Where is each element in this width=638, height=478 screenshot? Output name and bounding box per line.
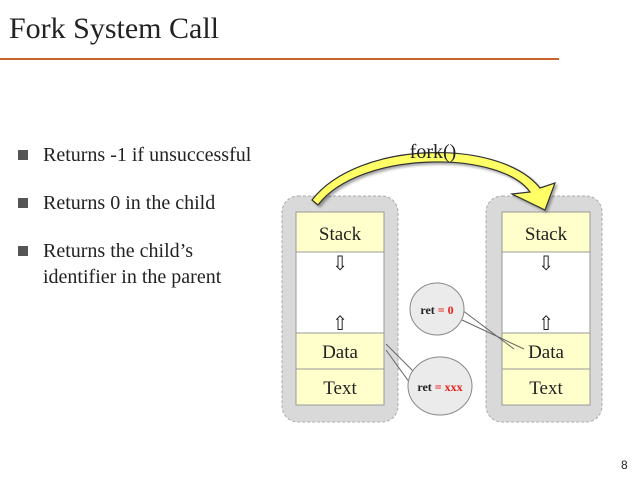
bullet-text-line-2: identifier in the parent [43,266,222,288]
parent-return-callout: ret = xxx [407,356,473,416]
parent-ret-equals-pid: = xxx [435,380,463,394]
bullet-item: Returns -1 if unsuccessful [16,142,251,168]
child-stack-label: Stack [525,224,568,245]
square-bullet-icon [18,150,28,160]
square-bullet-icon [18,198,28,208]
parent-text-label: Text [323,378,357,399]
page-number: 8 [621,458,628,472]
child-stack-grow-down-arrow-icon: ⇩ [538,253,555,275]
bullet-item: Returns the child’s identifier in the pa… [16,238,251,290]
parent-process: Stack Data Text ⇩ ⇧ [281,195,399,423]
parent-data-label: Data [322,342,358,363]
child-text-label: Text [529,378,563,399]
parent-stack-grow-down-arrow-icon: ⇩ [332,253,349,275]
child-return-bubble [409,282,465,336]
child-ret-name: ret [420,303,434,317]
parent-ret-name: ret [417,380,431,394]
bullet-text: Returns -1 if unsuccessful [43,144,252,166]
parent-ret-connector [385,349,413,387]
fork-arrow: fork() [311,141,556,211]
fork-curved-arrow-icon [311,151,556,211]
child-data-label: Data [528,342,564,363]
bullet-item: Returns 0 in the child [16,190,251,216]
parent-text-segment [295,368,385,406]
square-bullet-icon [18,246,28,256]
child-ret-equals-zero: = 0 [438,303,454,317]
child-process: Stack Data Text ⇩ ⇧ [485,195,603,423]
parent-stack-segment [295,211,385,253]
title-divider [0,58,559,60]
child-stack-segment [501,211,591,253]
slide-title: Fork System Call [9,12,220,45]
parent-return-bubble [407,356,473,416]
bullet-text-line-1: Returns the child’s [43,240,193,262]
child-return-value: ret = 0 [420,303,453,317]
bullet-text: Returns 0 in the child [43,192,216,214]
parent-heap-grow-up-arrow-icon: ⇧ [332,313,349,335]
child-ret-connector [461,309,515,350]
child-text-segment [501,368,591,406]
fork-call-label: fork() [410,141,457,163]
bullet-list: Returns -1 if unsuccessful Returns 0 in … [16,142,251,312]
parent-stack-label: Stack [319,224,362,245]
child-ret-connector [461,319,525,350]
child-heap-grow-up-arrow-icon: ⇧ [538,313,555,335]
parent-return-value: ret = xxx [417,380,462,394]
child-return-callout: ret = 0 [409,282,465,336]
